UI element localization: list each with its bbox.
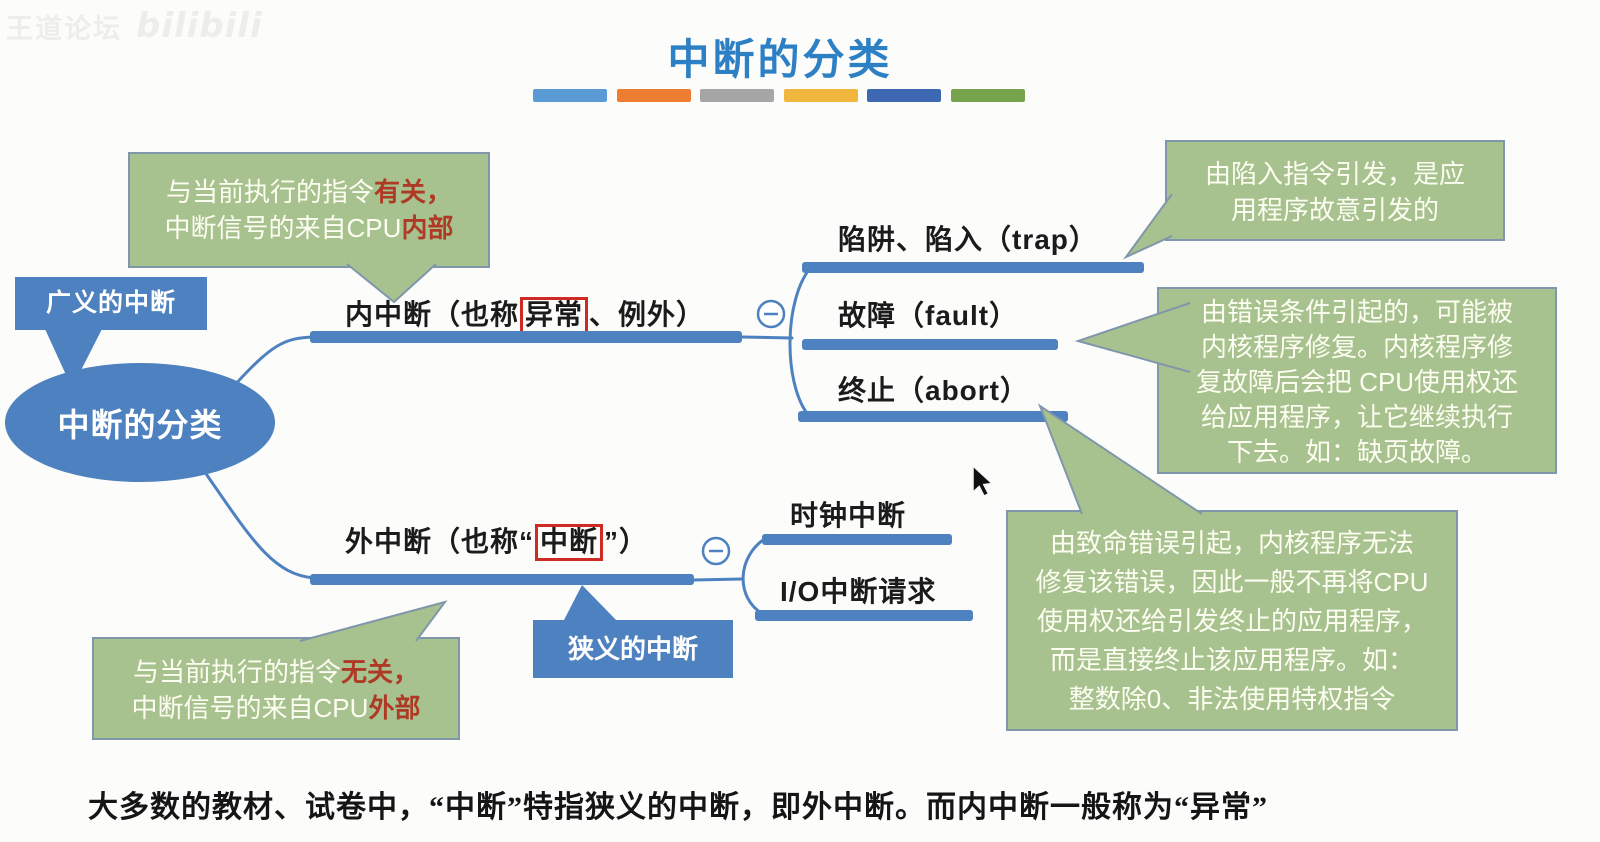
external-branch-stub: [692, 577, 744, 582]
abort-note-line5: 整数除0、非法使用特权指令: [1068, 684, 1396, 714]
fault-line: [802, 339, 1058, 350]
external-branch-line: [310, 574, 694, 585]
collapse-button-external[interactable]: [701, 536, 731, 566]
divider-bar-4: [784, 89, 858, 102]
root-node-interrupt-classification[interactable]: 中断的分类: [5, 363, 275, 482]
internal-branch-stub: [740, 335, 794, 340]
node-clock-interrupt[interactable]: 时钟中断: [790, 500, 907, 531]
callout-fault-note: 由错误条件引起的，可能被 内核程序修复。内核程序修 复故障后会把 CPU使用权还…: [1157, 287, 1557, 474]
bilibili-logo: bilibili: [136, 6, 263, 46]
trap-line: [802, 262, 1144, 273]
red-highlight-box-exception: 异常: [520, 297, 589, 334]
fault-note-line1: 由错误条件引起的，可能被: [1200, 297, 1513, 327]
trap-note-line2: 用程序故意引发的: [1230, 195, 1439, 225]
red-highlight-box-interrupt: 中断: [535, 524, 604, 561]
footer-note: 大多数的教材、试卷中，“中断”特指狭义的中断，即外中断。而内中断一般称为“异常”: [88, 791, 1268, 824]
collapse-button-internal[interactable]: [756, 299, 786, 329]
branch-external-interrupt[interactable]: 外中断（也称“中断”）: [345, 520, 648, 561]
external-children-bracket: [741, 536, 768, 616]
node-abort[interactable]: 终止（abort）: [838, 375, 1030, 406]
external-label-suffix: ”）: [604, 526, 649, 557]
internal-label-prefix: 内中断（也称: [345, 299, 520, 330]
divider-bar-2: [617, 89, 691, 102]
fault-note-line3: 复故障后会把 CPU使用权还: [1195, 367, 1519, 397]
abort-note-line4: 而是直接终止该应用程序。如：: [1049, 645, 1414, 675]
divider-bar-3: [700, 89, 774, 102]
page-title: 中断的分类: [667, 38, 893, 84]
internal-src-line1-red: 有关，: [374, 177, 453, 207]
watermark: 王道论坛 bilibili: [6, 6, 263, 46]
mouse-cursor: [972, 464, 994, 497]
external-src-line1: 与当前执行的指令: [132, 657, 341, 687]
external-label-prefix: 外中断（也称“: [345, 526, 535, 557]
pointer-external-source: [299, 600, 448, 642]
node-io-interrupt-request[interactable]: I/O中断请求: [780, 576, 937, 607]
tag-narrow-interrupt: 狭义的中断: [533, 620, 733, 678]
fault-note-line2: 内核程序修复。内核程序修: [1200, 332, 1513, 362]
curve-root-to-external: [200, 466, 316, 580]
callout-internal-source: 与当前执行的指令有关， 中断信号的来自CPU内部: [128, 152, 490, 268]
io-line: [755, 610, 973, 621]
divider-bar-6: [951, 89, 1025, 102]
internal-src-line2-red: 内部: [401, 213, 454, 243]
watermark-site-label: 王道论坛: [6, 13, 122, 44]
external-src-line1-red: 无关，: [341, 657, 420, 687]
node-fault[interactable]: 故障（fault）: [838, 300, 1019, 331]
branch-internal-interrupt[interactable]: 内中断（也称异常、例外）: [345, 293, 705, 334]
abort-note-line3: 使用权还给引发终止的应用程序，: [1036, 606, 1427, 636]
external-src-line2-red: 外部: [368, 693, 421, 723]
internal-label-suffix: 、例外）: [589, 299, 706, 330]
abort-note-line1: 由致命错误引起，内核程序无法: [1049, 528, 1414, 558]
clock-line: [762, 534, 952, 545]
internal-branch-line: [310, 331, 742, 343]
tag-broad-interrupt: 广义的中断: [15, 277, 207, 330]
trap-note-line1: 由陷入指令引发，是应: [1204, 159, 1465, 189]
external-src-line2: 中断信号的来自CPU: [131, 693, 369, 723]
node-trap[interactable]: 陷阱、陷入（trap）: [838, 224, 1098, 255]
fault-note-line4: 给应用程序，让它继续执行: [1200, 402, 1513, 432]
divider-bar-5: [867, 89, 941, 102]
internal-src-line1: 与当前执行的指令: [165, 177, 374, 207]
abort-line: [798, 411, 1068, 422]
pointer-narrow-interrupt-tag: [563, 585, 618, 622]
divider-bar-1: [533, 89, 607, 102]
callout-external-source: 与当前执行的指令无关， 中断信号的来自CPU外部: [92, 637, 460, 740]
abort-note-line2: 修复该错误，因此一般不再将CPU: [1035, 567, 1429, 597]
callout-trap-note: 由陷入指令引发，是应 用程序故意引发的: [1165, 140, 1505, 241]
curve-root-to-internal: [230, 335, 316, 390]
fault-note-line5: 下去。如：缺页故障。: [1226, 437, 1487, 467]
callout-abort-note: 由致命错误引起，内核程序无法 修复该错误，因此一般不再将CPU 使用权还给引发终…: [1006, 510, 1458, 731]
internal-src-line2: 中断信号的来自CPU: [164, 213, 402, 243]
